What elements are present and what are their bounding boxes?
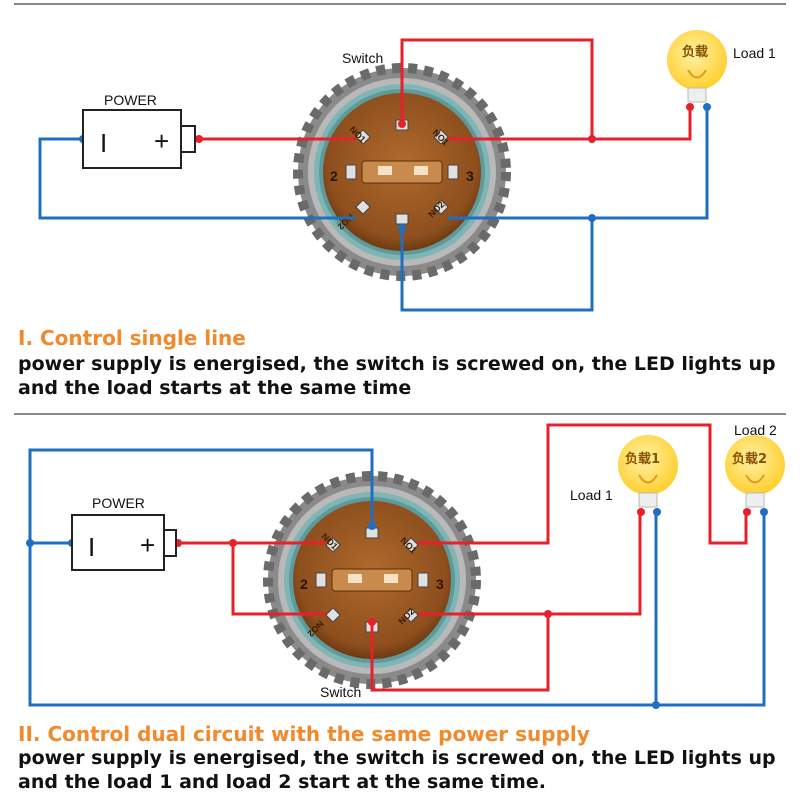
junction-dot	[26, 539, 34, 547]
battery-icon: I +	[71, 514, 177, 571]
bulb-text: 负载1	[625, 451, 660, 467]
section1-title: I. Control single line	[18, 326, 246, 350]
section1-diagram: NO1 NO1 NO2 NO2 2 3 I + POWER Switch	[38, 30, 776, 312]
battery-minus: I	[88, 532, 95, 562]
pin-number: 2	[330, 168, 338, 184]
switch-label: Switch	[342, 50, 383, 66]
red-wire	[418, 514, 642, 616]
red-wire	[418, 423, 748, 545]
section2-diagram: NO1 NO1 NO2 NO2 2 3 I + POWER Switch	[26, 422, 785, 709]
junction-dot	[544, 610, 552, 618]
bulb-icon: 负载1	[618, 435, 678, 516]
section2-title: II. Control dual circuit with the same p…	[18, 722, 590, 746]
load1-label: Load 1	[733, 45, 776, 61]
red-wire	[370, 614, 550, 692]
load2-label: Load 2	[734, 422, 777, 438]
load1-label: Load 1	[570, 487, 613, 503]
power-label: POWER	[92, 495, 145, 511]
junction-dot	[195, 135, 203, 143]
junction-dot	[398, 120, 406, 128]
pin-number: 3	[436, 576, 444, 592]
battery-icon: I +	[82, 109, 196, 169]
bulb-text: 负载2	[732, 451, 767, 467]
pin-number: 2	[300, 576, 308, 592]
junction-dot	[652, 701, 660, 709]
junction-dot	[368, 618, 376, 626]
battery-minus: I	[100, 128, 107, 158]
blue-wire	[28, 448, 374, 545]
bulb-icon: 负载	[667, 30, 727, 111]
red-wire	[400, 38, 692, 141]
junction-dot	[588, 214, 596, 222]
bulb-icon: 负载2	[725, 435, 785, 516]
pin-number: 3	[466, 168, 474, 184]
junction-dot	[229, 539, 237, 547]
junction-dot	[368, 522, 376, 530]
section2-description: power supply is energised, the switch is…	[18, 747, 776, 793]
blue-wire	[28, 514, 766, 707]
bulb-text: 负载	[682, 44, 708, 60]
battery-plus: +	[154, 126, 169, 156]
battery-plus: +	[140, 530, 155, 560]
red-wire	[231, 543, 326, 616]
blue-wire	[448, 109, 709, 220]
junction-dot	[398, 224, 406, 232]
blue-wire	[400, 218, 594, 312]
switch-label: Switch	[320, 684, 361, 700]
junction-dot	[588, 135, 596, 143]
section1-description: power supply is energised, the switch is…	[18, 353, 776, 399]
blue-wire	[38, 137, 356, 220]
power-label: POWER	[104, 92, 157, 108]
